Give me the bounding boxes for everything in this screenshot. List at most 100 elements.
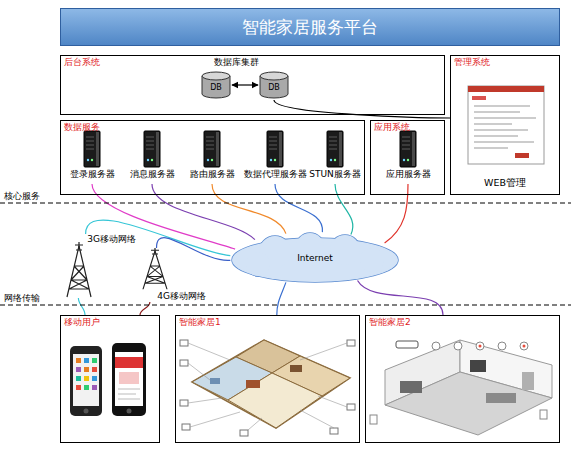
phone-pictures-part — [70, 346, 102, 416]
web-screenshot-part — [468, 86, 544, 92]
server-icon-part-part-part — [146, 145, 154, 146]
node-label: 应用服务器 — [386, 169, 431, 180]
server-icon: 登录服务器 — [67, 128, 118, 184]
room-picture-part — [385, 372, 552, 435]
server-icon-part-part-part — [269, 137, 277, 138]
phone-pictures-part-part — [84, 385, 89, 390]
server-icon-part-part-part — [146, 137, 154, 138]
server-icon-part — [81, 130, 103, 168]
phone-pictures-part-part — [118, 399, 140, 400]
web-screenshot-part-part — [474, 117, 536, 119]
server-icon-part-part — [86, 137, 94, 149]
radio-tower: 4G移动网络 — [140, 248, 206, 302]
internet-cloud-part-part — [232, 233, 398, 282]
server-icon-part-part-part — [329, 145, 337, 146]
phone-pictures-part — [127, 409, 132, 414]
dashed-divider — [0, 203, 571, 305]
node-label: 数据代理服务器 — [244, 169, 307, 180]
phone-pictures-part-part — [92, 376, 97, 381]
house-plan-picture-part — [290, 365, 302, 372]
radio-tower-part-part-part — [67, 246, 91, 297]
web-screenshot-part — [468, 86, 544, 164]
server-icon-part — [264, 130, 286, 168]
connector — [152, 184, 255, 240]
server-icon-part-part — [91, 159, 93, 161]
phone-pictures-part — [115, 357, 143, 368]
phone-pictures-part-part — [118, 389, 140, 390]
phone-pictures — [70, 343, 146, 416]
phone-pictures-part-part — [84, 376, 89, 381]
room-picture-part-part — [370, 415, 377, 424]
server-icon-part-part — [400, 131, 416, 167]
server-icon-part-part-part — [86, 141, 94, 142]
internet-cloud-part-part — [232, 233, 398, 282]
server-icon-part-part-part — [269, 149, 277, 150]
phone-pictures-part — [119, 372, 139, 384]
phone-pictures-part-part — [76, 385, 81, 390]
connector — [232, 84, 258, 85]
connector — [212, 184, 286, 234]
room-picture-part-part — [454, 342, 462, 350]
house-plan-picture-part-part — [347, 340, 355, 346]
house-plan-picture-part-part — [240, 430, 248, 436]
region-box: 管理系统WEB管理 — [450, 55, 560, 195]
node-label: DB — [210, 83, 222, 93]
house-plan-picture-part — [210, 378, 220, 384]
web-screenshot-part-part — [474, 147, 508, 149]
house-plan-picture — [180, 340, 355, 436]
region-box: 智能家居1 — [175, 315, 360, 443]
web-screenshot-part-part — [474, 111, 520, 113]
connector — [157, 238, 231, 261]
room-picture-part-part — [523, 345, 526, 348]
server-icon-part-part — [407, 159, 409, 161]
web-screenshot — [468, 86, 544, 164]
house-plan-picture-part-part — [300, 343, 347, 360]
room-picture-part-part — [476, 342, 484, 350]
internet-cloud-part-part-part — [246, 252, 270, 276]
server-icon-part — [201, 130, 223, 168]
server-icon-part-part — [207, 159, 209, 161]
server-icon-part-part — [269, 137, 277, 149]
server-icon-part-part — [216, 132, 219, 166]
web-screenshot-part-part — [474, 129, 528, 131]
phone-pictures-part-part — [76, 358, 81, 363]
room-picture-part-part — [479, 345, 482, 348]
connector — [335, 184, 353, 234]
house-plan-picture-part-part — [188, 363, 210, 380]
phone-pictures-part — [115, 352, 143, 406]
phone-pictures-part-part — [76, 376, 81, 381]
region-heading: 智能家居1 — [176, 316, 224, 329]
region-box: 智能家居2 — [365, 315, 560, 443]
server-icon-part-part-part — [329, 137, 337, 138]
region-heading: 智能家居2 — [366, 316, 414, 329]
server-icon-part-part — [327, 131, 343, 167]
connector — [78, 298, 85, 315]
database-cylinder: DB — [200, 70, 232, 100]
radio-tower-part-part-part — [151, 248, 159, 254]
node-label: 3G移动网络 — [87, 234, 136, 245]
house-plan-picture-part-part — [180, 360, 188, 366]
connector — [140, 302, 150, 315]
web-screenshot-part-part — [474, 123, 512, 125]
region-box: 数据服务登录服务器消息服务器路由服务器数据代理服务器STUN服务器 — [60, 120, 365, 195]
server-icon-part-part — [211, 159, 213, 161]
server-icon-part-part — [151, 159, 153, 161]
radio-tower-part — [64, 242, 94, 298]
database-cylinder-part-part — [260, 72, 288, 80]
radio-tower: 3G移动网络 — [64, 234, 136, 298]
server-icon-part — [397, 130, 419, 168]
server-icon-part-part-part — [269, 145, 277, 146]
server-icon-part-part — [267, 131, 283, 167]
radio-tower-part-part-part — [75, 242, 83, 250]
house-plan-picture-part-part — [188, 398, 222, 403]
phone-pictures-part-part — [118, 394, 136, 395]
phone-pictures-part — [73, 354, 99, 406]
server-icon-part-part — [329, 137, 337, 149]
annotation-label: 核心服务 — [4, 191, 40, 202]
server-icon-part-part — [274, 159, 276, 161]
server-icon-part-part-part — [206, 145, 214, 146]
region-box: 应用系统应用服务器 — [370, 120, 445, 195]
server-icon-part-part — [87, 159, 89, 161]
node-label: 登录服务器 — [70, 169, 115, 180]
radio-tower-part-part — [67, 242, 91, 297]
